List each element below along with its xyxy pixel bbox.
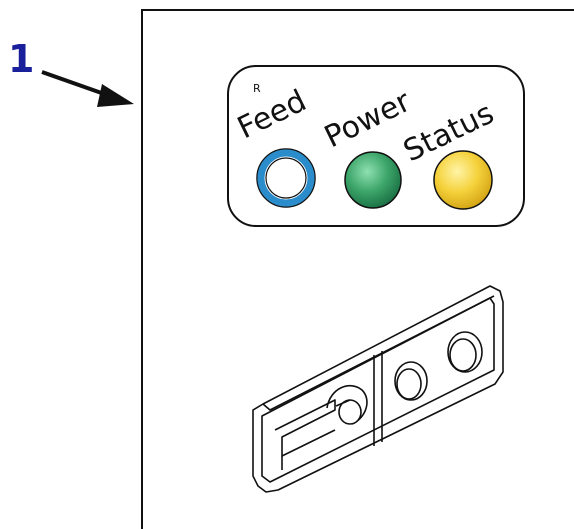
green-led-icon xyxy=(344,151,402,209)
registered-mark: R xyxy=(253,82,261,95)
ring-button-icon[interactable] xyxy=(256,148,316,208)
media-latch-bracket xyxy=(252,285,504,493)
arrow-right-down-icon xyxy=(41,70,134,107)
printer-front-outline xyxy=(141,9,574,529)
callout-number: 1 xyxy=(8,37,35,81)
yellow-led-icon xyxy=(433,150,493,210)
